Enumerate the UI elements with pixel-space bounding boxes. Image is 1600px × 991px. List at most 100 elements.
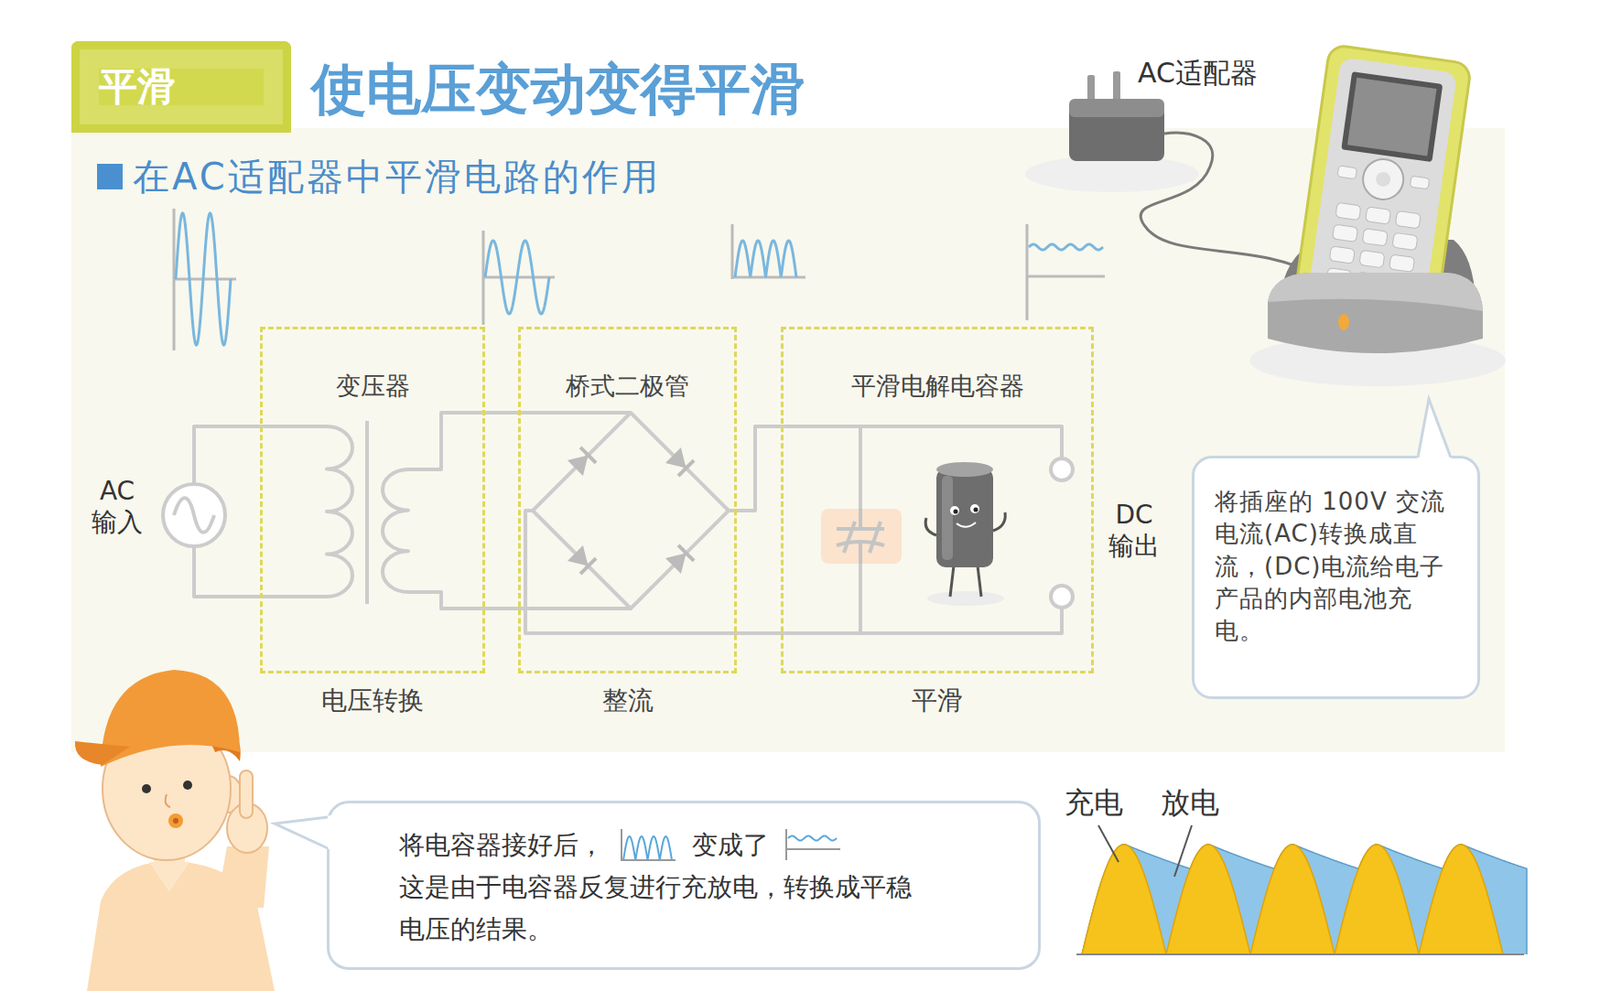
wave-axis (173, 278, 237, 282)
diode-symbol-part (567, 454, 589, 476)
input-label: AC 输入 (86, 475, 149, 538)
capacitor-symbol-part-part (836, 541, 885, 546)
boy-character-part (75, 741, 130, 766)
capacitor-character-part (925, 518, 937, 536)
callout-pointer-fill (1416, 398, 1452, 460)
icon-axis (621, 829, 676, 861)
diode-symbol-part (580, 447, 596, 464)
page-title: 使电压变动变得平滑 (311, 53, 806, 128)
cradle-front-part (1338, 313, 1350, 331)
cradle-front (1267, 272, 1483, 354)
capacitor-character-part (977, 565, 982, 597)
wave-axis (1026, 224, 1029, 321)
transformer-stage: 变压器电压转换 (259, 326, 486, 674)
capacitor-symbol (821, 508, 902, 564)
speech-bubble: 将电容器接好后，变成了这是由于电容器反复进行充放电，转换成平稳电压的结果。 (326, 800, 1041, 971)
capacitor-character-part (956, 522, 976, 528)
bubble-row: 将电容器接好后，变成了 (399, 823, 1011, 867)
wave-curve (175, 213, 231, 346)
section-tab: 平滑 (71, 41, 292, 133)
rectified-wave-icon (618, 827, 678, 865)
circuit-wire-part (1050, 458, 1073, 481)
cradle-back (1249, 239, 1506, 387)
capacitor-symbol-part-part (858, 508, 863, 530)
capacitor-character-part (927, 591, 1005, 606)
circuit-wire-part (532, 412, 729, 609)
capacitor-character-part (950, 506, 960, 516)
phone-key-part (1335, 202, 1362, 220)
diode-symbol-part (665, 447, 687, 469)
circuit-wire-part (173, 497, 215, 533)
diode-symbol-part (678, 545, 694, 562)
boy-character-part (168, 813, 184, 829)
leader-line (1098, 825, 1192, 877)
bubble-text: 变成了 (691, 830, 769, 861)
adapter-illustration-part (1140, 132, 1319, 277)
charge-chart-part (1081, 844, 1167, 955)
charge-chart (1076, 844, 1527, 955)
boy-character-part (183, 780, 193, 790)
heading-marker (97, 163, 123, 190)
wave-axis (483, 276, 555, 280)
wave-curve (735, 240, 797, 278)
capacitor-character-part (973, 508, 979, 513)
output-label: DC 输出 (1102, 499, 1166, 562)
stage-heading: 变压器 (262, 369, 483, 403)
phone-illustration-part (1308, 56, 1458, 307)
adapter-illustration (1025, 71, 1319, 277)
capacitor-character-part (993, 512, 1006, 531)
circuit-wire-part (326, 426, 353, 597)
wave-axis (732, 276, 806, 280)
wave-curve (485, 240, 550, 314)
diode-symbol-part (580, 558, 596, 574)
boy-character-part (165, 794, 171, 808)
phone-illustration-part (1409, 175, 1429, 190)
capacitor-character-part (936, 462, 994, 477)
callout-pointer-edge (1417, 399, 1451, 458)
phone-key-part (1392, 232, 1418, 250)
capacitor-character-part (950, 565, 954, 597)
smoothing-stage: 平滑电解电容器平滑 (780, 326, 1094, 674)
charge-chart-part (1250, 844, 1335, 955)
callout-pointer (1411, 395, 1458, 462)
chart-label: 充电 (1064, 783, 1124, 824)
boy-character-part (216, 846, 270, 909)
stage-caption: 平滑 (783, 683, 1092, 719)
diode-symbol-part (567, 545, 589, 567)
phone-illustration-part (1360, 156, 1406, 203)
cradle-front-part (1267, 272, 1483, 354)
circuit-wire-part (382, 469, 409, 593)
phone-key-part (1359, 249, 1385, 268)
icon-curve (623, 836, 672, 861)
stage-heading: 桥式二极管 (520, 369, 735, 403)
background-panel-part (71, 128, 1505, 753)
capacitor-symbol-part (836, 508, 885, 564)
bubble-pointer-fill (274, 815, 332, 851)
leader-line-part (1174, 825, 1192, 877)
capacitor-character-part (941, 475, 953, 561)
bubble-text: 这是由于电容器反复进行充放电，转换成平稳电压的结果。 (399, 866, 926, 952)
info-callout: 将插座的 100V 交流电流(AC)转换成直流，(DC)电流给电子产品的内部电池… (1191, 455, 1481, 700)
circuit-wire-part (1050, 585, 1073, 608)
diode-symbol-part (665, 552, 687, 574)
phone-key-part (1329, 246, 1355, 264)
boy-character-part (149, 862, 190, 893)
phone-key-part (1362, 228, 1388, 247)
stage-caption: 整流 (520, 683, 735, 719)
background-panel (71, 128, 1505, 753)
boy-character-part (172, 818, 179, 824)
boy-character (75, 670, 275, 991)
phone-illustration-part (1374, 171, 1392, 188)
charge-chart-part (1081, 844, 1527, 955)
tab-text: 平滑 (98, 61, 176, 113)
stage-caption: 电压转换 (262, 683, 483, 719)
wave-axis (731, 224, 735, 280)
rectifier-stage: 桥式二极管整流 (518, 326, 737, 674)
phone-key-part (1332, 224, 1359, 242)
adapter-illustration-part (1113, 71, 1121, 103)
smooth-wave-icon (783, 827, 843, 865)
bubble-pointer (271, 808, 333, 855)
bubble-pointer-edge (274, 817, 328, 849)
wave-curve (1028, 244, 1103, 250)
